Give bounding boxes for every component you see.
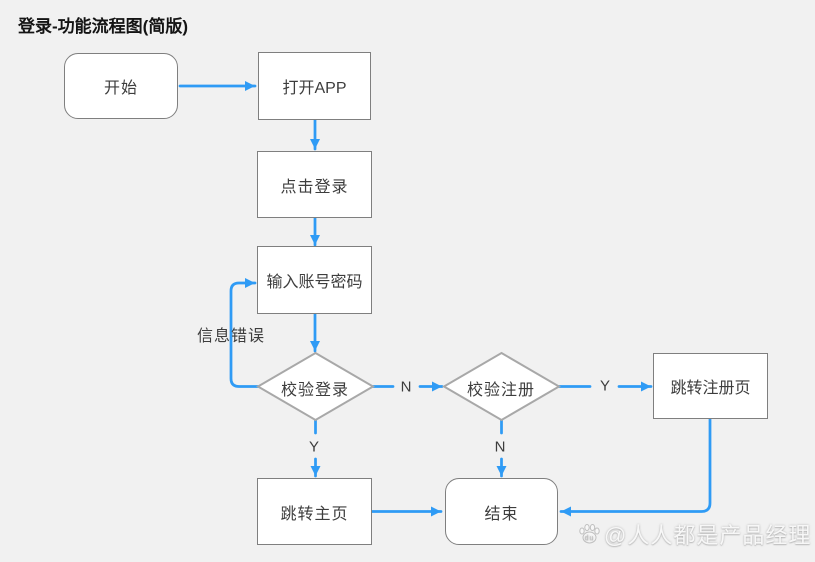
baidu-paw-icon: du bbox=[577, 523, 601, 545]
node-verify-login-label: 校验登录 bbox=[280, 382, 350, 399]
page-title: 登录-功能流程图(简版) bbox=[18, 17, 188, 36]
node-label: 打开APP bbox=[282, 80, 347, 97]
node-click-login: 点击登录 bbox=[257, 151, 372, 218]
svg-text:du: du bbox=[585, 535, 595, 542]
watermark-text: @人人都是产品经理 bbox=[604, 523, 812, 548]
node-label: 输入账号密码 bbox=[266, 274, 363, 291]
node-label: 跳转注册页 bbox=[670, 380, 751, 397]
node-label: 结束 bbox=[484, 505, 519, 523]
node-label: 开始 bbox=[103, 80, 138, 97]
edge-gotoregister-to-end bbox=[559, 417, 712, 517]
edge-label-info-error: 信息错误 bbox=[196, 328, 266, 345]
node-start: 开始 bbox=[64, 53, 178, 119]
node-open-app: 打开APP bbox=[258, 52, 371, 120]
node-end: 结束 bbox=[445, 478, 558, 545]
node-goto-home: 跳转主页 bbox=[257, 478, 372, 545]
edge-label-verify-login-no: N bbox=[400, 378, 412, 396]
node-label: 跳转主页 bbox=[280, 505, 349, 523]
node-input-credentials: 输入账号密码 bbox=[257, 246, 372, 314]
edge-label-verify-register-no: N bbox=[494, 438, 506, 456]
node-label: 点击登录 bbox=[280, 178, 349, 196]
node-goto-register: 跳转注册页 bbox=[653, 353, 768, 419]
watermark: du @人人都是产品经理 bbox=[577, 518, 811, 550]
node-verify-register-label: 校验注册 bbox=[466, 382, 536, 399]
edge-label-verify-register-yes: Y bbox=[599, 377, 611, 395]
edge-label-verify-login-yes: Y bbox=[308, 438, 320, 456]
